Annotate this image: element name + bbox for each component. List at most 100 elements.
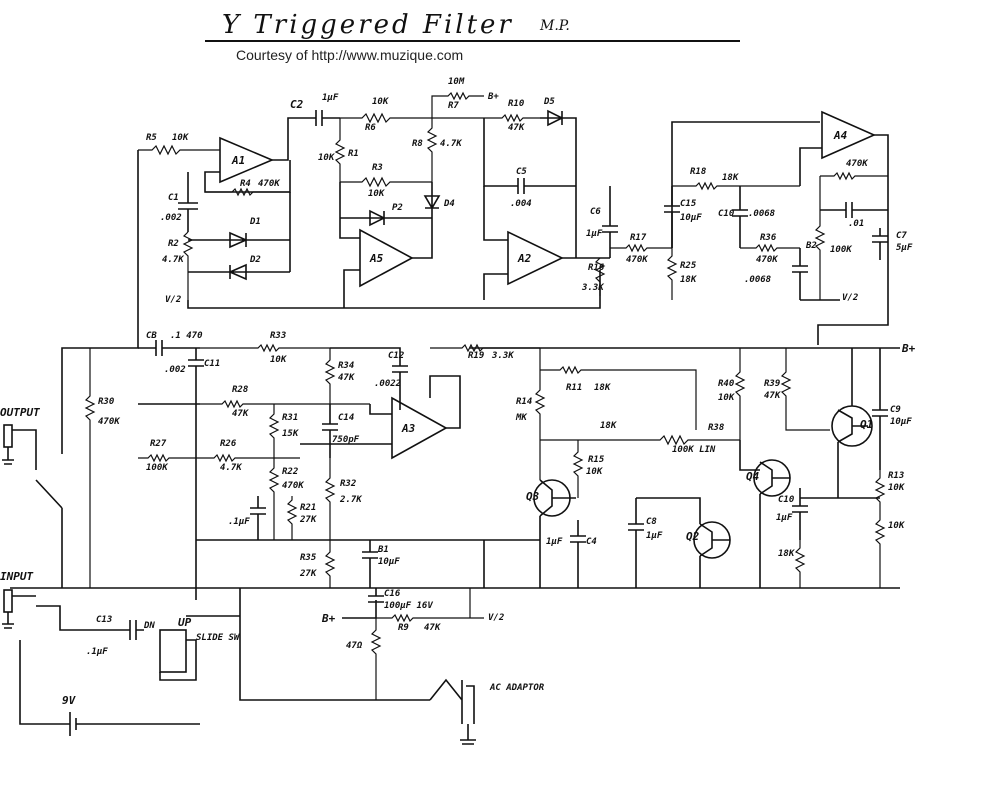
svg-text:UP: UP (178, 616, 192, 629)
svg-text:CB: CB (146, 331, 157, 341)
svg-text:.004: .004 (510, 199, 532, 209)
author-initials: M.P. (540, 18, 570, 34)
capacitor-c-01: .01 (820, 202, 888, 229)
capacitor-c-0068: .0068 (744, 248, 808, 300)
svg-text:10K: 10K (372, 97, 390, 107)
svg-text:750pF: 750pF (332, 435, 360, 445)
wire-a2-in (483, 186, 508, 300)
opamp-a5: A5 (359, 228, 414, 288)
svg-text:A2: A2 (517, 252, 532, 265)
svg-text:1µF: 1µF (322, 93, 339, 103)
capacitor-c10: C10.0068 (718, 186, 775, 248)
svg-text:R25: R25 (680, 261, 697, 271)
wire-a4-out (817, 134, 889, 345)
svg-text:R10: R10 (508, 99, 525, 109)
svg-text:OUTPUT: OUTPUT (0, 406, 40, 419)
svg-text:C12: C12 (388, 351, 404, 361)
diode-d1: D1 (188, 217, 290, 249)
svg-text:5µF: 5µF (896, 243, 913, 253)
wire-switch-up (186, 588, 430, 701)
svg-text:R11: R11 (566, 383, 582, 393)
resistor-r2: R24.7K (162, 231, 194, 300)
svg-text:R28: R28 (232, 385, 248, 395)
svg-text:47K: 47K (338, 373, 356, 383)
title-underline (205, 40, 740, 42)
svg-text:.01: .01 (848, 219, 864, 229)
svg-text:10K: 10K (172, 133, 190, 143)
resistor-r47: 47Ω (346, 618, 382, 700)
svg-text:D2: D2 (249, 255, 261, 265)
svg-text:10K: 10K (270, 355, 288, 365)
label-vhalf-1: V/2 (165, 295, 181, 305)
svg-text:47K: 47K (424, 623, 442, 633)
svg-text:AC ADAPTOR: AC ADAPTOR (489, 683, 545, 693)
svg-text:C15: C15 (680, 199, 697, 209)
svg-text:R1: R1 (348, 149, 359, 159)
svg-text:.1 470: .1 470 (170, 331, 203, 341)
svg-text:1µF: 1µF (776, 513, 793, 523)
svg-text:R4: R4 (240, 179, 251, 189)
transistor-q2: Q2 (636, 497, 731, 559)
wire-input (36, 605, 100, 631)
svg-text:.1µF: .1µF (86, 647, 108, 657)
svg-text:.0022: .0022 (374, 379, 401, 389)
svg-text:47K: 47K (232, 409, 250, 419)
capacitor-c2: C2 1µF (290, 93, 340, 126)
svg-text:10K: 10K (888, 521, 906, 531)
wire-q-emitter (800, 442, 880, 499)
svg-text:A3: A3 (401, 422, 416, 435)
opamp-a2: A2 (507, 230, 564, 286)
diode-d2: D2 (188, 255, 290, 281)
wire-r1-a5 (339, 182, 360, 239)
svg-text:R18: R18 (690, 167, 706, 177)
capacitor-c13: C13.1µF (86, 615, 144, 657)
wire-a3-in (300, 404, 392, 445)
svg-text:Q4: Q4 (746, 470, 760, 483)
svg-text:R27: R27 (150, 439, 167, 449)
svg-text:R32: R32 (340, 479, 356, 489)
svg-text:R13: R13 (888, 471, 904, 481)
svg-text:C2: C2 (290, 98, 304, 111)
svg-text:18K: 18K (722, 173, 740, 183)
svg-text:470K: 470K (846, 159, 869, 169)
svg-text:R14: R14 (516, 397, 532, 407)
svg-text:.002: .002 (164, 365, 186, 375)
wire-mid-left (90, 150, 139, 349)
capacitor-c12: C12 .0022 (330, 347, 408, 410)
svg-text:3.3K: 3.3K (581, 283, 605, 293)
svg-text:10µF: 10µF (378, 557, 400, 567)
diagram-title: Y Triggered Filter (222, 10, 514, 40)
power-input-b-plus: B+ (321, 600, 377, 625)
wire-a5-neg (343, 269, 360, 308)
svg-text:470K: 470K (282, 481, 305, 491)
transistor-q1: Q1 (831, 348, 873, 447)
svg-text:1µF: 1µF (646, 531, 663, 541)
wire-a5-out (412, 218, 433, 259)
svg-text:100µF 16V: 100µF 16V (384, 601, 433, 611)
opamp-a1: A1 (219, 136, 275, 184)
svg-text:.1µF: .1µF (228, 517, 250, 527)
label-vhalf-2: V/2 (842, 293, 858, 303)
